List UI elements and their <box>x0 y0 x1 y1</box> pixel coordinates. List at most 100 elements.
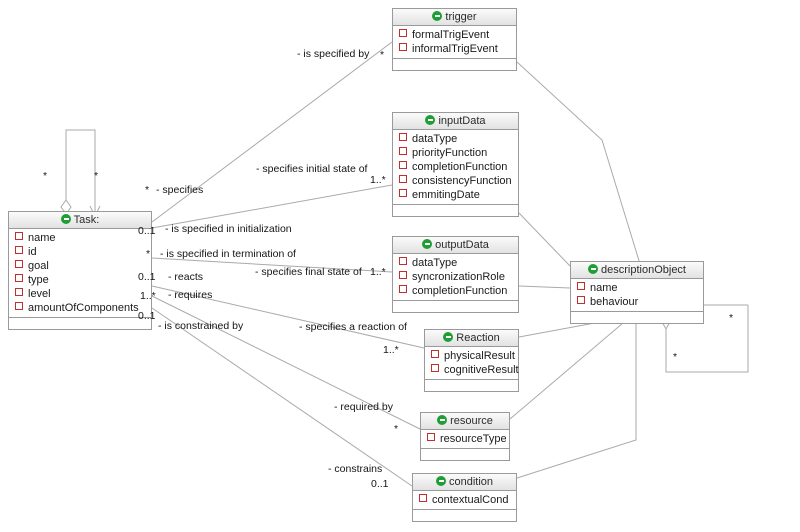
edge-label-specifies: - specifies <box>156 184 204 196</box>
class-box-inputdata[interactable]: inputData dataType priorityFunction comp… <box>392 112 519 217</box>
class-header-condition: condition <box>413 474 516 491</box>
edge-task-self-aggregation <box>65 129 96 216</box>
class-title: outputData <box>435 239 489 251</box>
class-header-descriptionobject: descriptionObject <box>571 262 703 279</box>
multiplicity-reaction: 1..* <box>383 344 399 356</box>
class-header-inputdata: inputData <box>393 113 518 130</box>
multiplicity-task-self-right: * <box>94 170 99 182</box>
attribute-icon <box>577 282 585 290</box>
edge-inputdata-descriptionobject <box>518 212 571 267</box>
class-header-resource: resource <box>421 413 509 430</box>
class-box-reaction[interactable]: Reaction physicalResult cognitiveResult <box>424 329 519 392</box>
class-title: Reaction <box>456 332 500 344</box>
edge-task-reaction <box>151 285 425 349</box>
attribute-row: priorityFunction <box>393 146 518 160</box>
attribute-row: behaviour <box>571 295 703 309</box>
attribute-label: consistencyFunction <box>412 175 512 187</box>
edge-resource-descriptionobject <box>509 311 637 420</box>
attribute-icon <box>399 161 407 169</box>
edge-label-specifies-final-state-of: - specifies final state of <box>255 266 362 278</box>
class-title: Task: <box>73 214 100 226</box>
attribute-icon <box>399 271 407 279</box>
multiplicity-trigger: * <box>380 49 385 61</box>
class-icon <box>588 264 598 274</box>
attribute-row: formalTrigEvent <box>393 28 516 42</box>
attribute-icon <box>15 288 23 296</box>
attribute-row: dataType <box>393 132 518 146</box>
multiplicity-outputdata: 1..* <box>370 266 386 278</box>
multiplicity-is-constrained-by: 0..1 <box>138 310 156 322</box>
attribute-list-descriptionobject: name behaviour <box>571 279 703 312</box>
attribute-list-outputdata: dataType syncronizationRole completionFu… <box>393 254 518 301</box>
class-icon <box>432 11 443 21</box>
edge-task-trigger <box>151 41 393 223</box>
attribute-icon <box>399 29 407 37</box>
attribute-row: id <box>9 245 151 259</box>
class-box-trigger[interactable]: trigger formalTrigEvent informalTrigEven… <box>392 8 517 71</box>
edge-task-condition <box>151 307 413 487</box>
attribute-row: contextualCond <box>413 493 516 507</box>
edge-label-required-by: - required by <box>334 401 393 413</box>
attribute-icon <box>399 175 407 183</box>
class-header-reaction: Reaction <box>425 330 518 347</box>
edge-label-reacts: - reacts <box>168 271 204 283</box>
class-icon <box>437 415 448 425</box>
attribute-icon <box>15 260 23 268</box>
multiplicity-is-specified-in-termination: * <box>146 248 151 260</box>
class-box-resource[interactable]: resource resourceType <box>420 412 510 461</box>
class-box-descriptionobject[interactable]: descriptionObject name behaviour <box>570 261 704 324</box>
attribute-row: emmitingDate <box>393 188 518 202</box>
attribute-label: physicalResult <box>444 350 515 362</box>
attribute-row: level <box>9 287 151 301</box>
operations-compartment <box>393 301 518 312</box>
attribute-row: completionFunction <box>393 160 518 174</box>
edge-label-is-constrained-by: - is constrained by <box>158 320 244 332</box>
multiplicity-requires: 1..* <box>140 290 156 302</box>
attribute-icon <box>427 433 435 441</box>
attribute-row: consistencyFunction <box>393 174 518 188</box>
multiplicity-condition: 0..1 <box>371 478 389 490</box>
attribute-label: contextualCond <box>432 494 509 506</box>
attribute-row: dataType <box>393 256 518 270</box>
edge-label-constrains: - constrains <box>328 463 383 475</box>
edge-descriptionobject-self-aggregation <box>665 305 749 373</box>
operations-compartment <box>421 449 509 460</box>
operations-compartment <box>9 318 151 329</box>
attribute-row: type <box>9 273 151 287</box>
attribute-row: name <box>9 231 151 245</box>
edge-label-requires: - requires <box>168 289 213 301</box>
attribute-label: level <box>28 288 51 300</box>
class-header-trigger: trigger <box>393 9 516 26</box>
attribute-icon <box>431 364 439 372</box>
operations-compartment <box>571 312 703 323</box>
edge-task-inputdata <box>151 184 393 229</box>
attribute-icon <box>399 43 407 51</box>
class-box-task[interactable]: Task: name id goal type level amountOfCo… <box>8 211 152 330</box>
attribute-icon <box>15 232 23 240</box>
attribute-label: behaviour <box>590 296 639 308</box>
edge-label-specifies-a-reaction-of: - specifies a reaction of <box>299 321 407 333</box>
attribute-list-trigger: formalTrigEvent informalTrigEvent <box>393 26 516 59</box>
multiplicity-resource: * <box>394 423 399 435</box>
attribute-icon <box>419 494 427 502</box>
class-box-outputdata[interactable]: outputData dataType syncronizationRole c… <box>392 236 519 313</box>
attribute-label: completionFunction <box>412 161 508 173</box>
class-title: trigger <box>445 11 477 23</box>
attribute-row: physicalResult <box>425 349 518 363</box>
attribute-label: priorityFunction <box>412 147 488 159</box>
edge-label-is-specified-in-initialization: - is specified in initialization <box>165 223 292 235</box>
attribute-row: syncronizationRole <box>393 270 518 284</box>
attribute-label: type <box>28 274 49 286</box>
edge-task-outputdata <box>151 257 393 273</box>
attribute-row: name <box>571 281 703 295</box>
class-title: resource <box>450 415 493 427</box>
class-box-condition[interactable]: condition contextualCond <box>412 473 517 522</box>
attribute-list-task: name id goal type level amountOfComponen… <box>9 229 151 318</box>
operations-compartment <box>393 205 518 216</box>
attribute-row: informalTrigEvent <box>393 42 516 56</box>
attribute-icon <box>431 350 439 358</box>
multiplicity-reacts: 0..1 <box>138 271 156 283</box>
attribute-icon <box>399 189 407 197</box>
